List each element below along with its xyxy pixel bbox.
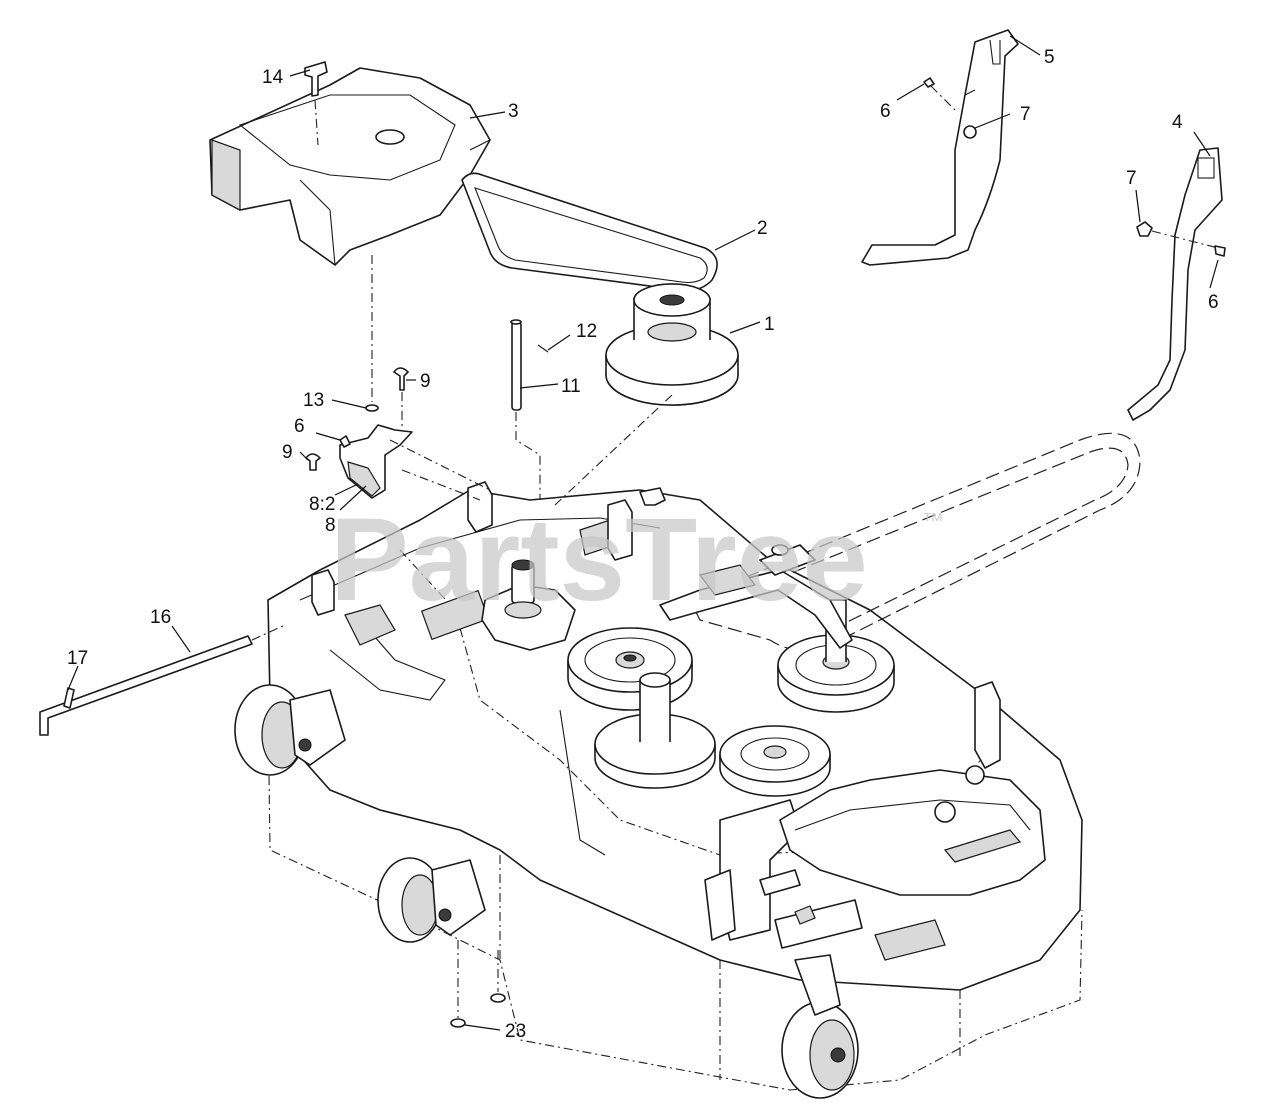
callout-9-left: 9	[282, 442, 293, 463]
callout-6-right: 6	[1208, 292, 1219, 313]
clutch-pulley[interactable]	[605, 283, 739, 406]
callout-8: 8	[325, 515, 336, 536]
watermark: PartsTree ™	[330, 494, 944, 626]
idler-arm[interactable]	[659, 544, 853, 649]
callout-14: 14	[262, 67, 284, 88]
right-spindle-pulley[interactable]	[719, 725, 831, 797]
drive-belt[interactable]	[461, 172, 718, 292]
callout-8-2: 8:2	[309, 494, 335, 515]
callout-7-upper: 7	[1020, 104, 1031, 125]
knob[interactable]	[304, 61, 328, 146]
callout-5: 5	[1044, 47, 1055, 68]
callout-6-left: 6	[294, 416, 305, 437]
side-bracket[interactable]	[1127, 147, 1223, 421]
deck-lift-rod[interactable]	[39, 624, 286, 736]
callout-1: 1	[764, 314, 775, 335]
callout-3: 3	[508, 101, 519, 122]
bolt[interactable]	[923, 77, 956, 111]
callout-12: 12	[576, 321, 597, 342]
idler-bracket[interactable]	[339, 424, 413, 499]
bolt[interactable]	[339, 435, 351, 448]
nut[interactable]	[963, 125, 977, 139]
callout-7-right: 7	[1126, 168, 1137, 189]
nut[interactable]	[1136, 221, 1219, 249]
callout-2: 2	[757, 218, 768, 239]
callout-9-upper: 9	[420, 371, 431, 392]
center-spindle-pulley[interactable]	[567, 627, 693, 711]
callout-4: 4	[1172, 112, 1183, 133]
flange-nut[interactable]	[450, 940, 466, 1028]
bolt[interactable]	[1214, 245, 1226, 257]
belt-cover[interactable]	[209, 67, 491, 266]
callout-11: 11	[561, 376, 581, 397]
leader-lines	[67, 35, 1219, 1031]
flange-nut[interactable]	[490, 950, 506, 1003]
cotter-pin[interactable]	[537, 344, 549, 353]
callout-17: 17	[67, 648, 88, 669]
callout-23: 23	[505, 1021, 526, 1042]
rear-left-caster-wheel[interactable]	[234, 684, 346, 776]
left-spindle-pulley[interactable]	[594, 672, 716, 789]
spindle-rod[interactable]	[510, 319, 541, 505]
deck-hanger	[311, 481, 1001, 941]
callout-6-upper: 6	[880, 101, 891, 122]
rear-bracket[interactable]	[861, 29, 1019, 266]
callout-13: 13	[303, 390, 324, 411]
callout-16: 16	[150, 607, 171, 628]
watermark-text: PartsTree	[330, 494, 868, 626]
carriage-bolt[interactable]	[305, 453, 321, 471]
front-right-caster-wheel[interactable]	[781, 954, 859, 1099]
carriage-bolt[interactable]	[393, 367, 409, 428]
gearbox-hub[interactable]	[481, 559, 576, 651]
hair-pin-clip[interactable]	[63, 687, 75, 709]
watermark-trademark: ™	[922, 508, 944, 533]
washer[interactable]	[365, 255, 379, 412]
front-left-caster-wheel[interactable]	[377, 857, 486, 943]
callout-labels: 1 2 3 4 5 6 6 6 7 7 8 8:2 9 9 11 12 13 1…	[67, 47, 1219, 1042]
